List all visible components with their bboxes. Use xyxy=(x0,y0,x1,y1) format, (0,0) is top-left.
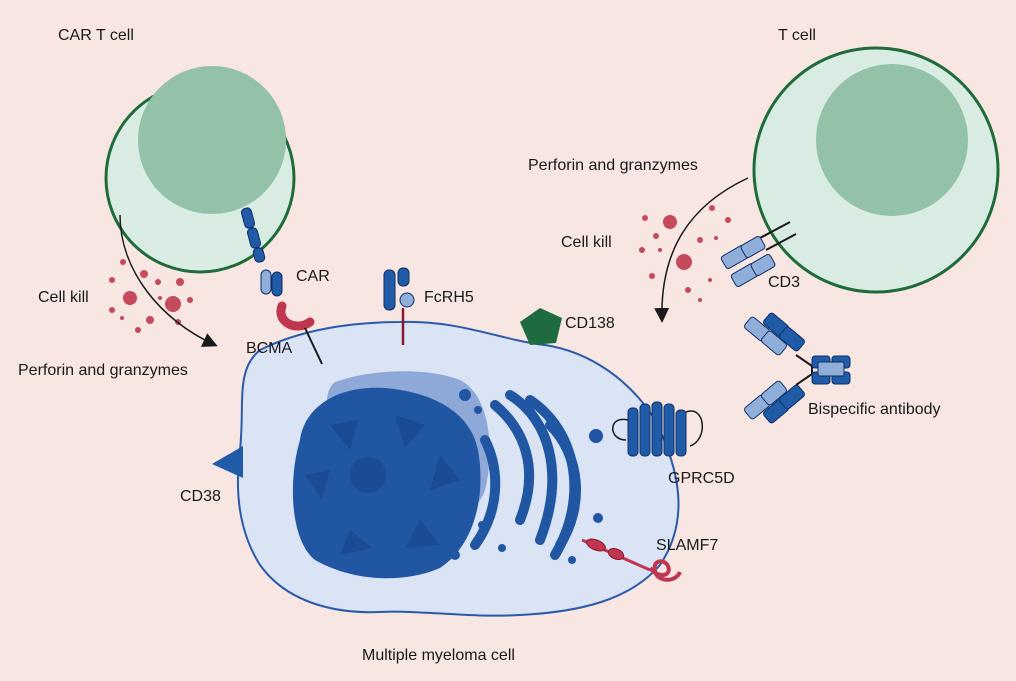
cd38-icon xyxy=(212,446,243,478)
perforin-granules-left xyxy=(109,259,193,333)
cd3-label: CD3 xyxy=(768,274,801,291)
slamf7-receptor xyxy=(581,538,682,582)
myeloma-cell-label: Multiple myeloma cell xyxy=(362,647,515,664)
cell-kill-left-label: Cell kill xyxy=(38,289,89,306)
fcrh5-label: FcRH5 xyxy=(424,289,474,306)
bcma-receptor xyxy=(276,301,323,365)
bispecific-antibody-label: Bispecific antibody xyxy=(808,401,941,418)
t-cell xyxy=(752,46,1000,294)
perforin-left-label: Perforin and granzymes xyxy=(18,362,188,379)
car-t-cell-label: CAR T cell xyxy=(58,27,134,44)
car-receptor xyxy=(240,207,283,297)
perforin-right-label: Perforin and granzymes xyxy=(528,157,698,174)
endoplasmic-reticulum xyxy=(470,390,581,560)
nucleus-chromatin xyxy=(305,415,460,555)
car-label: CAR xyxy=(296,268,330,285)
gprc5d-label: GPRC5D xyxy=(668,470,735,487)
perforin-granules-right xyxy=(639,205,731,302)
car-t-cell-nucleus xyxy=(138,66,286,214)
t-cell-label: T cell xyxy=(778,27,816,44)
kill-arrow-left xyxy=(119,214,218,347)
cell-kill-right-label: Cell kill xyxy=(561,234,612,251)
bispecific-antibody-icon xyxy=(744,312,851,424)
kill-arrow-right xyxy=(654,177,749,323)
vesicles xyxy=(450,389,603,564)
cd3-receptor xyxy=(720,221,797,287)
cd138-icon xyxy=(520,308,562,345)
bcma-label: BCMA xyxy=(246,340,293,357)
car-t-cell xyxy=(104,66,296,274)
cd138-label: CD138 xyxy=(565,315,615,332)
gprc5d-receptor xyxy=(612,401,704,457)
slamf7-label: SLAMF7 xyxy=(656,537,719,554)
fcrh5-receptor xyxy=(383,267,415,345)
cd38-label: CD38 xyxy=(180,488,221,505)
t-cell-nucleus xyxy=(816,64,968,216)
myeloma-cell xyxy=(236,320,680,617)
